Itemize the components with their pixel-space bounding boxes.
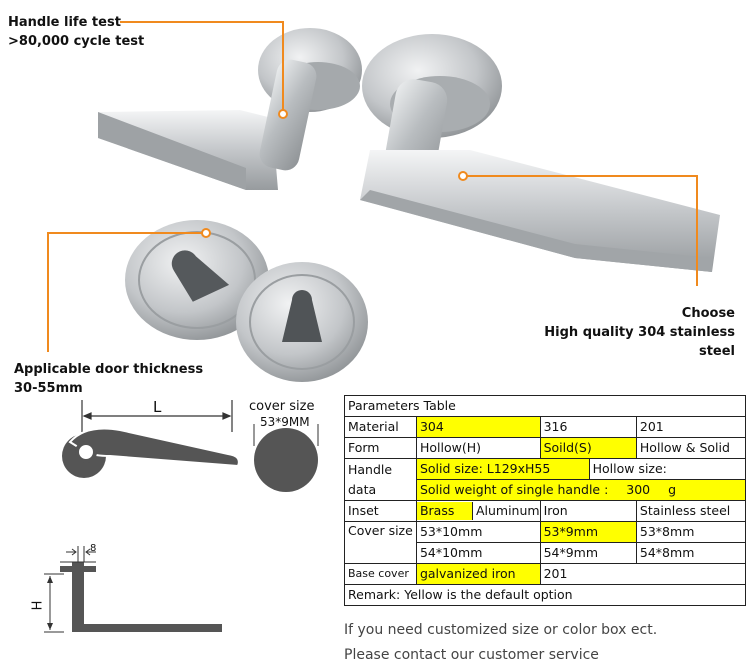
inset-opt-iron: Iron [539, 500, 637, 522]
length-dimension [81, 400, 233, 432]
left-handle [98, 59, 317, 190]
height-label: H [30, 600, 46, 611]
base-opt-201: 201 [539, 563, 747, 585]
inset-opt-aluminum: Aluminum [475, 503, 540, 518]
door-thickness-title: Applicable door thickness [14, 362, 204, 377]
height-diagram [44, 546, 222, 633]
life-test-title: Handle life test [8, 15, 121, 30]
material-callout: Choose High quality 304 stainless steel [524, 304, 735, 361]
material-row: Material 304 316 201 [344, 416, 747, 438]
handle-label: Handle data [344, 458, 417, 501]
solid-weight-value: 300 [626, 482, 651, 497]
form-opt-hollow: Hollow(H) [415, 437, 541, 459]
material-opt-201: 201 [635, 416, 747, 438]
material-value: High quality 304 stainless steel [544, 325, 735, 359]
material-opt-316: 316 [539, 416, 637, 438]
material-label: Material [344, 416, 417, 438]
handle-label-2: data [348, 481, 377, 497]
form-label: Form [344, 437, 417, 459]
cover-size-value: 53*9MM [260, 415, 310, 429]
form-row: Form Hollow(H) Soild(S) Hollow & Solid [344, 437, 747, 459]
remark: Remark: Yellow is the default option [344, 584, 746, 606]
solid-size: Solid size: L129xH55 [415, 458, 590, 480]
escutcheon-left [125, 220, 269, 340]
form-opt-both: Hollow & Solid [635, 437, 747, 459]
cover-dimension [253, 424, 319, 446]
escutcheon-right [236, 262, 368, 382]
note-line-2: Please contact our customer service [344, 647, 599, 663]
thickness-label: 8 [90, 543, 97, 554]
inset-opt-stainless: Stainless steel [635, 500, 747, 522]
table-title-row: Parameters Table [344, 395, 746, 417]
note-line-1: If you need customized size or color box… [344, 622, 658, 638]
life-test-callout: Handle life test >80,000 cycle test [8, 13, 144, 51]
door-thickness-callout: Applicable door thickness 30-55mm [14, 360, 203, 398]
form-opt-solid: Soild(S) [539, 437, 637, 459]
cover-size-title: cover size [249, 399, 315, 414]
right-handle [360, 79, 720, 272]
material-opt-304: 304 [415, 416, 541, 438]
life-test-value: >80,000 cycle test [8, 34, 145, 49]
cover-circle [254, 428, 318, 492]
door-thickness-value: 30-55mm [14, 381, 83, 396]
handle-row-1: Handle data Solid size: L129xH55 Hollow … [344, 458, 747, 501]
handle-row-2: Solid weight of single handle : 300 g [345, 479, 747, 501]
parameters-table: Parameters Table Material 304 316 201 Fo… [344, 395, 747, 606]
solid-weight: Solid weight of single handle : 300 g [415, 479, 747, 501]
inset-opt-brass: Brass [416, 502, 473, 520]
handle-label-1: Handle [348, 461, 393, 477]
solid-weight-text: Solid weight of single handle : [419, 482, 609, 497]
cover-54-10: 54*10mm [415, 542, 541, 564]
solid-weight-unit: g [668, 482, 677, 497]
base-opt-galvanized: galvanized iron [415, 563, 541, 585]
handle-side-view [62, 427, 240, 478]
cover-row-1: Cover size 53*10mm 53*9mm 53*8mm [344, 521, 747, 564]
cover-53-8: 53*8mm [635, 521, 747, 543]
material-title: Choose [681, 306, 735, 321]
inset-label: Inset [344, 500, 417, 522]
cover-53-9: 53*9mm [539, 521, 637, 543]
base-label: Base cover [344, 563, 417, 585]
callout-lines [47, 21, 698, 352]
length-label: L [153, 398, 162, 416]
cover-53-10: 53*10mm [415, 521, 541, 543]
cover-label: Cover size [344, 521, 417, 564]
remark-row: Remark: Yellow is the default option [344, 584, 746, 606]
cover-54-8: 54*8mm [635, 542, 747, 564]
table-title: Parameters Table [344, 395, 746, 417]
cover-54-9: 54*9mm [539, 542, 637, 564]
product-photo [47, 21, 720, 382]
dimension-diagram [44, 400, 319, 633]
hollow-size: Hollow size: [588, 458, 747, 480]
base-row: Base cover galvanized iron 201 [344, 563, 747, 585]
